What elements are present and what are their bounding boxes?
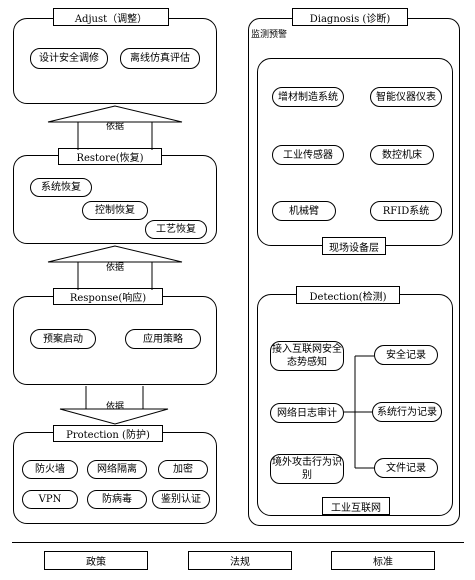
restore-item-process: 工艺恢复: [145, 220, 207, 239]
restore-title: Restore(恢复): [58, 148, 162, 165]
device-robot-arm: 机械臂: [272, 201, 336, 221]
protection-item-network-isolation: 网络隔离: [87, 460, 147, 479]
detection-situational-awareness: 接入互联网安全态势感知: [270, 341, 344, 371]
protection-item-authentication: 鉴别认证: [152, 490, 210, 509]
diagnosis-subtitle: 监测预警: [251, 30, 288, 40]
detection-title: Detection(检测): [296, 286, 400, 304]
detection-log-audit: 网络日志审计: [270, 403, 344, 423]
adjust-item-offline-simulation: 离线仿真评估: [120, 48, 200, 69]
arrow-up-restore-to-adjust: [47, 105, 183, 150]
arrow-label-restore-adjust: 依据: [106, 122, 125, 132]
detection-connectors: [344, 355, 374, 469]
arrow-down-response-to-protection: [59, 386, 169, 425]
record-system-behavior: 系统行为记录: [372, 402, 442, 422]
protection-item-encryption: 加密: [158, 460, 208, 479]
response-title: Response(响应): [53, 288, 163, 305]
adjust-title: Adjust（调整）: [53, 8, 169, 26]
footer-standard: 标准: [331, 551, 435, 570]
device-additive-manufacturing: 增材制造系统: [272, 87, 344, 107]
arrow-label-response-restore: 依据: [106, 263, 125, 273]
arrow-label-protection-response: 依据: [106, 402, 125, 412]
diagnosis-title: Diagnosis (诊断): [292, 8, 408, 26]
detection-footer: 工业互联网: [322, 497, 390, 515]
device-smart-instruments: 智能仪器仪表: [370, 87, 442, 107]
footer-regulation: 法规: [188, 551, 292, 570]
device-cnc-machine: 数控机床: [370, 145, 434, 165]
protection-title: Protection (防护): [53, 425, 163, 442]
restore-item-control: 控制恢复: [82, 201, 148, 220]
record-file: 文件记录: [374, 458, 438, 478]
footer-policy: 政策: [44, 551, 148, 570]
protection-item-firewall: 防火墙: [22, 460, 78, 479]
response-item-apply-policy: 应用策略: [125, 329, 201, 349]
protection-item-antivirus: 防病毒: [87, 490, 147, 509]
device-rfid-system: RFID系统: [370, 201, 442, 221]
field-devices-label: 现场设备层: [322, 237, 386, 255]
protection-item-vpn: VPN: [22, 490, 78, 509]
device-industrial-sensor: 工业传感器: [272, 145, 344, 165]
footer-divider: [12, 542, 464, 543]
adjust-item-design-security: 设计安全调修: [30, 48, 108, 69]
detection-foreign-attack-identification: 境外攻击行为识别: [270, 454, 344, 484]
record-security: 安全记录: [374, 345, 438, 365]
restore-item-system: 系统恢复: [30, 178, 92, 197]
arrow-up-response-to-restore: [47, 245, 183, 290]
response-item-plan-start: 预案启动: [30, 329, 96, 349]
